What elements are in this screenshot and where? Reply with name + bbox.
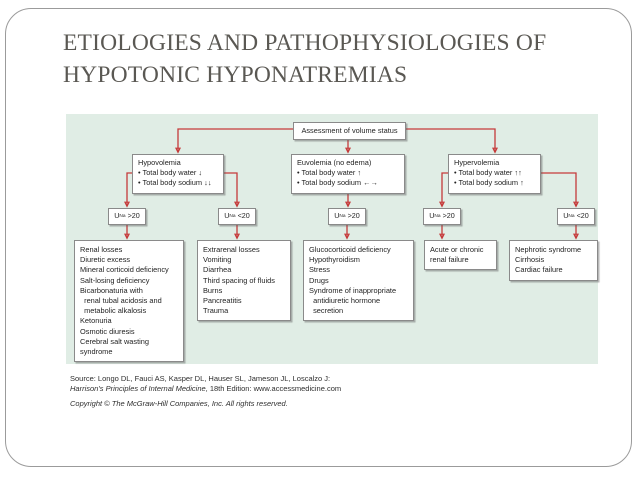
una-subscript: Na — [434, 214, 441, 220]
node-bullet: • Total body sodium ←→ — [297, 178, 378, 188]
source-line-2: Harrison's Principles of Internal Medici… — [70, 384, 570, 394]
una-symbol: U — [429, 211, 435, 221]
source-book-title: Harrison's Principles of Internal Medici… — [70, 384, 206, 393]
cause-line: Osmotic diuresis — [80, 326, 135, 336]
slide-title: ETIOLOGIES AND PATHOPHYSIOLOGIES OF HYPO… — [63, 27, 603, 91]
node-assessment-of-volume-status: Assessment of volume status — [293, 122, 406, 140]
una-symbol: U — [334, 211, 340, 221]
node-renal-failure: Acute or chronic renal failure — [424, 240, 497, 271]
node-bullet: • Total body water ↑ — [297, 168, 362, 178]
source-copyright: Copyright © The McGraw-Hill Companies, I… — [70, 399, 288, 408]
node-bullet: • Total body sodium ↓↓ — [138, 178, 212, 188]
connector-hypervolemia-to-una5 — [541, 172, 576, 206]
cause-line: Drugs — [309, 275, 329, 285]
node-hypovolemia: Hypovolemia • Total body water ↓ • Total… — [132, 154, 224, 194]
una-subscript: Na — [568, 214, 575, 220]
cause-line: Extrarenal losses — [203, 245, 260, 254]
node-hypervolemia: Hypervolemia • Total body water ↑↑ • Tot… — [448, 154, 541, 194]
source-attribution: Source: Longo DL, Fauci AS, Kasper DL, H… — [70, 374, 570, 409]
una-subscript: Na — [229, 214, 236, 220]
cause-line: Cardiac failure — [515, 265, 563, 275]
cause-line: Vomiting — [203, 255, 232, 265]
node-title: Hypervolemia — [454, 158, 500, 167]
connector-hypovolemia-to-una1 — [127, 172, 132, 206]
cause-line: Pancreatitis — [203, 296, 242, 306]
slide-title-line-1: ETIOLOGIES AND PATHOPHYSIOLOGIES OF — [63, 30, 547, 56]
node-extrarenal-losses: Extrarenal losses Vomiting Diarrhea Thir… — [197, 240, 291, 322]
cause-line: Acute or chronic — [430, 245, 484, 254]
cause-line: Nephrotic syndrome — [515, 245, 582, 254]
node-renal-losses: Renal losses Diuretic excess Mineral cor… — [74, 240, 184, 363]
node-bullet: • Total body water ↑↑ — [454, 168, 522, 178]
cause-line: Hypothyroidism — [309, 255, 360, 265]
connector-hypovolemia-to-una2 — [224, 172, 237, 206]
cause-line: Burns — [203, 285, 223, 295]
cause-line: Mineral corticoid deficiency — [80, 265, 169, 275]
una-symbol: U — [224, 211, 230, 221]
connector-root-to-hypervolemia — [406, 128, 495, 152]
cause-line: antidiuretic hormone — [309, 296, 381, 306]
cause-line: Diarrhea — [203, 265, 232, 275]
cause-line: syndrome — [80, 347, 113, 357]
flowchart-figure: Assessment of volume status Hypovolemia … — [66, 114, 598, 364]
node-title: Euvolemia (no edema) — [297, 158, 372, 167]
una-value: >20 — [347, 211, 360, 221]
cause-line: Stress — [309, 265, 330, 275]
una-value: <20 — [576, 211, 589, 221]
una-subscript: Na — [339, 214, 346, 220]
una-value: >20 — [127, 211, 140, 221]
node-label: Assessment of volume status — [301, 125, 398, 135]
cause-line: Diuretic excess — [80, 255, 131, 265]
connector-hypervolemia-to-una4 — [442, 172, 448, 206]
cause-line: secretion — [309, 306, 344, 316]
cause-line: Salt-losing deficiency — [80, 275, 150, 285]
connector-root-to-hypovolemia — [178, 128, 293, 152]
cause-line: renal failure — [430, 255, 469, 265]
cause-line: metabolic alkalosis — [80, 306, 147, 316]
cause-line: Ketonuria — [80, 316, 112, 326]
una-subscript: Na — [119, 214, 126, 220]
node-bullet: • Total body water ↓ — [138, 168, 203, 178]
una-symbol: U — [114, 211, 120, 221]
una-value: >20 — [442, 211, 455, 221]
node-nephrotic-syndrome: Nephrotic syndrome Cirrhosis Cardiac fai… — [509, 240, 598, 281]
cause-line: Renal losses — [80, 245, 123, 254]
flowchart-connectors — [66, 128, 598, 364]
node-glucocorticoid-deficiency: Glucocorticoid deficiency Hypothyroidism… — [303, 240, 414, 322]
cause-line: Glucocorticoid deficiency — [309, 245, 391, 254]
cause-line: Cirrhosis — [515, 255, 545, 265]
cause-line: Trauma — [203, 306, 229, 316]
node-euvolemia: Euvolemia (no edema) • Total body water … — [291, 154, 405, 194]
node-title: Hypovolemia — [138, 158, 181, 167]
slide-title-line-2: HYPOTONIC HYPONATREMIAS — [63, 62, 408, 88]
source-line-1: Source: Longo DL, Fauci AS, Kasper DL, H… — [70, 374, 331, 383]
cause-line: Syndrome of inappropriate — [309, 285, 397, 295]
source-edition: , 18th Edition: www.accessmedicine.com — [205, 384, 342, 393]
una-value: <20 — [237, 211, 250, 221]
cause-line: Third spacing of fluids — [203, 275, 275, 285]
cause-line: Cerebral salt wasting — [80, 336, 150, 346]
cause-line: renal tubal acidosis and — [80, 296, 162, 306]
una-symbol: U — [563, 211, 569, 221]
cause-line: Bicarbonaturia with — [80, 285, 143, 295]
node-bullet: • Total body sodium ↑ — [454, 178, 524, 188]
